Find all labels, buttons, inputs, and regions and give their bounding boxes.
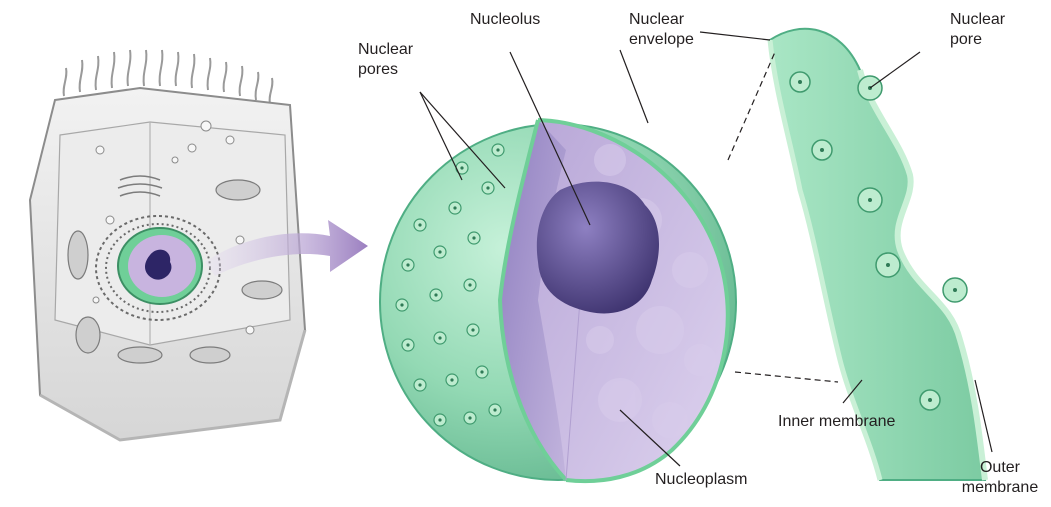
label-nucleoplasm: Nucleoplasm (655, 470, 747, 490)
nucleus-cutaway (380, 120, 736, 481)
label-nuclear-pore: Nuclear pore (950, 10, 1005, 50)
label-nuclear-envelope: Nuclear envelope (629, 10, 694, 50)
label-outer-membrane: Outer membrane (955, 458, 1045, 498)
label-nuclear-pores: Nuclear pores (358, 40, 413, 80)
nucleolus (537, 182, 659, 314)
label-nucleolus: Nucleolus (470, 10, 540, 30)
label-inner-membrane: Inner membrane (778, 412, 895, 432)
